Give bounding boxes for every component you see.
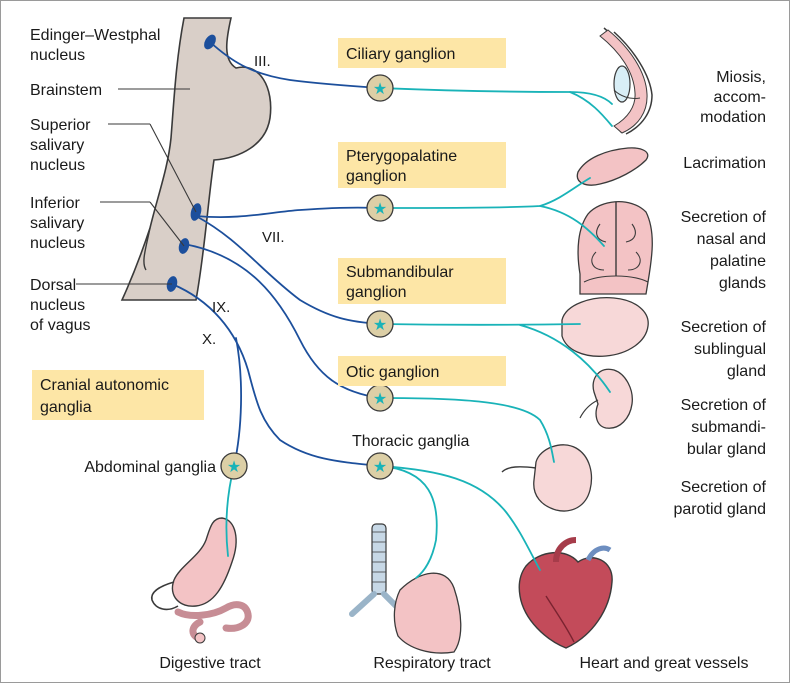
label-submand-2: ganglion [346, 284, 407, 301]
fiber-otic-post [380, 398, 554, 462]
otic-ganglion-circle: ★ [367, 385, 393, 411]
label-nerve-vii: VII. [262, 229, 285, 246]
label-nasal-1: Secretion of [681, 209, 767, 226]
ciliary-ganglion-circle: ★ [367, 75, 393, 101]
effect-labels: Miosis, accom- modation Lacrimation Secr… [673, 69, 766, 518]
fiber-ciliary-branch [570, 92, 612, 126]
label-cranial-2: ganglia [40, 399, 92, 416]
svg-text:★: ★ [373, 201, 387, 218]
sublingual-gland-illustration [562, 298, 648, 357]
label-dorsal-2: nucleus [30, 297, 85, 314]
digestive-tract-illustration [152, 518, 248, 643]
label-thoracic: Thoracic ganglia [352, 433, 470, 450]
svg-text:★: ★ [373, 459, 387, 476]
label-heart: Heart and great vessels [580, 655, 749, 672]
label-dorsal-3: of vagus [30, 317, 90, 334]
label-nasal-4: glands [719, 275, 766, 292]
label-superior-2: salivary [30, 137, 84, 154]
label-submandibular-3: bular gland [687, 441, 766, 458]
label-otic: Otic ganglion [346, 364, 439, 381]
fiber-thoracic-heart [380, 466, 540, 570]
fiber-x-abdominal [234, 338, 241, 466]
respiratory-tract-illustration [352, 524, 461, 653]
parotid-gland-illustration [502, 445, 591, 511]
label-inferior-3: nucleus [30, 235, 85, 252]
label-inferior-1: Inferior [30, 195, 80, 212]
label-dorsal-1: Dorsal [30, 277, 76, 294]
label-abdominal: Abdominal ganglia [84, 459, 216, 476]
fiber-thoracic-lung [380, 466, 437, 578]
eye-illustration [600, 28, 652, 134]
submandibular-ganglion-circle: ★ [367, 311, 393, 337]
label-ciliary: Ciliary ganglion [346, 46, 455, 63]
label-superior-1: Superior [30, 117, 91, 134]
label-edinger-1: Edinger–Westphal [30, 27, 160, 44]
svg-text:★: ★ [373, 391, 387, 408]
label-digestive: Digestive tract [159, 655, 261, 672]
label-sublingual-2: sublingual [694, 341, 766, 358]
label-miosis-2: accom- [714, 89, 766, 106]
label-sublingual-1: Secretion of [681, 319, 767, 336]
fiber-submand-post [380, 324, 580, 325]
abdominal-ganglion-circle: ★ [221, 453, 247, 479]
label-parotid-1: Secretion of [681, 479, 767, 496]
label-edinger-2: nucleus [30, 47, 85, 64]
label-cranial-1: Cranial autonomic [40, 377, 169, 394]
label-nasal-2: nasal and [697, 231, 766, 248]
label-lacrimation: Lacrimation [683, 155, 766, 172]
label-submandibular-2: submandi- [691, 419, 766, 436]
label-ptery-2: ganglion [346, 168, 407, 185]
label-submand-1: Submandibular [346, 264, 454, 281]
submandibular-duct [580, 400, 598, 418]
label-miosis-3: modation [700, 109, 766, 126]
label-sublingual-3: gland [727, 363, 766, 380]
svg-text:★: ★ [373, 317, 387, 334]
thoracic-ganglion-circle: ★ [367, 453, 393, 479]
fiber-vii-ptery [196, 208, 380, 217]
label-brainstem: Brainstem [30, 82, 102, 99]
label-nerve-x: X. [202, 331, 216, 348]
label-miosis-1: Miosis, [716, 69, 766, 86]
label-submandibular-1: Secretion of [681, 397, 767, 414]
label-nerve-iii: III. [254, 53, 271, 70]
pterygopalatine-ganglion-circle: ★ [367, 195, 393, 221]
label-nerve-ix: IX. [212, 299, 230, 316]
label-parotid-2: parotid gland [673, 501, 766, 518]
label-nasal-3: palatine [710, 253, 766, 270]
label-respiratory: Respiratory tract [373, 655, 491, 672]
label-ptery-1: Pterygopalatine [346, 148, 457, 165]
organ-labels: Digestive tract Respiratory tract Heart … [159, 655, 748, 672]
svg-text:★: ★ [227, 459, 241, 476]
svg-text:★: ★ [373, 81, 387, 98]
label-inferior-2: salivary [30, 215, 84, 232]
label-superior-3: nucleus [30, 157, 85, 174]
nasal-cavity-illustration [578, 202, 652, 294]
